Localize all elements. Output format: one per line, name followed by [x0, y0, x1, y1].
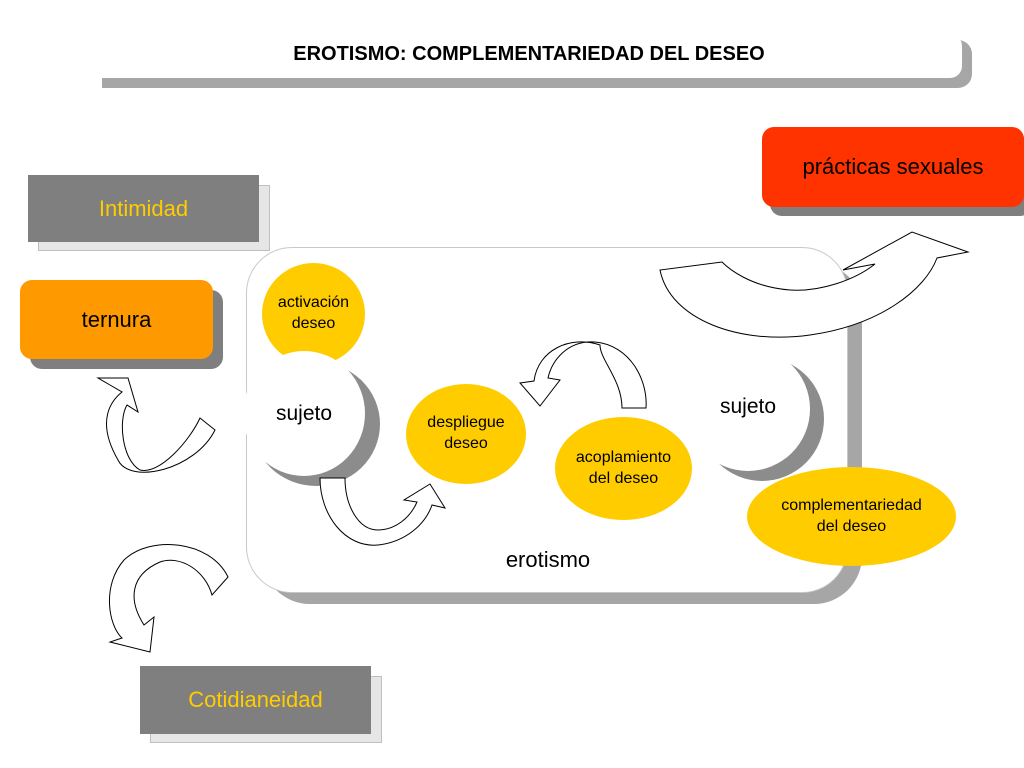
practicas-sexuales-box: prácticas sexuales — [762, 127, 1024, 207]
page-title: EROTISMO: COMPLEMENTARIEDAD DEL DESEO — [293, 42, 765, 65]
sujeto-right-circle: sujeto — [686, 347, 810, 471]
intimidad-box: Intimidad — [28, 175, 259, 242]
cotidianeidad-box: Cotidianeidad — [140, 666, 371, 734]
complementariedad-deseo-ellipse: complementariedad del deseo — [747, 467, 956, 566]
despliegue-deseo-ellipse: despliegue deseo — [406, 384, 526, 484]
title-bar — [96, 34, 962, 78]
acoplamiento-deseo-ellipse: acoplamiento del deseo — [555, 417, 692, 520]
sujeto-left-circle: sujeto — [243, 351, 365, 476]
curved-arrow-acoplamiento-loop — [519, 341, 647, 409]
erotismo-label: erotismo — [505, 547, 591, 572]
curved-arrow-cotidianeidad — [108, 544, 229, 653]
curved-arrow-sujeto-despliegue — [319, 477, 447, 546]
activacion-deseo-ellipse: activación deseo — [262, 263, 365, 365]
curved-arrow-ternura — [96, 377, 216, 473]
ternura-box: ternura — [20, 280, 213, 359]
curved-arrow-practicas — [659, 231, 970, 338]
